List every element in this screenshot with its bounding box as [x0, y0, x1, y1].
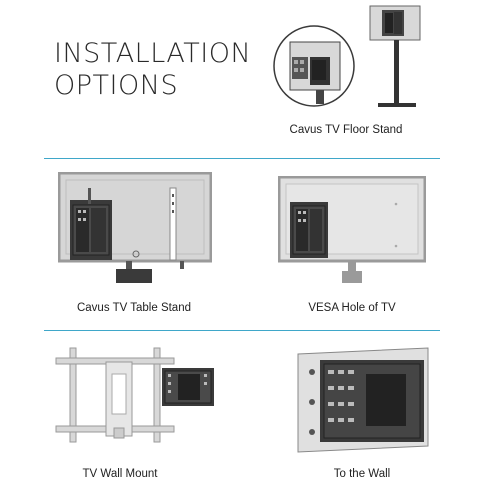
- page-title-line-1: INSTALLATION: [54, 38, 252, 69]
- page-title-line-2: OPTIONS: [54, 70, 179, 101]
- caption-table-stand: Cavus TV Table Stand: [76, 302, 191, 314]
- divider: [44, 158, 440, 160]
- wall-mount-illustration: [50, 344, 218, 448]
- caption-floor-stand: Cavus TV Floor Stand: [289, 124, 403, 136]
- wall-plate-illustration: [294, 346, 432, 454]
- divider: [44, 330, 440, 332]
- caption-wall-mount: TV Wall Mount: [82, 468, 158, 480]
- vesa-mount-illustration: [278, 176, 426, 288]
- caption-to-the-wall: To the Wall: [333, 468, 391, 480]
- caption-vesa: VESA Hole of TV: [308, 302, 396, 314]
- table-stand-illustration: [58, 172, 212, 288]
- floor-stand-illustration: [270, 2, 430, 114]
